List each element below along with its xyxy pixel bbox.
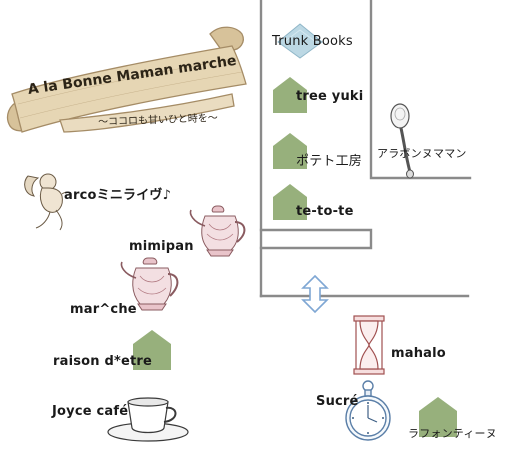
shop-joyce[interactable]: Joyce café [52, 404, 129, 419]
shop-te-to-te[interactable]: te-to-te [296, 204, 354, 219]
house-icon [273, 77, 307, 113]
house-icon [419, 397, 457, 437]
banner-ribbon [6, 26, 247, 133]
double-arrow-icon [301, 274, 329, 314]
shop-arabon[interactable]: アラボンヌママン [377, 147, 467, 160]
house-icon [133, 330, 171, 370]
coffee-cup-icon [107, 397, 189, 442]
house-icon [273, 184, 307, 220]
pocket-watch-icon [345, 380, 391, 441]
shop-tree-yuki[interactable]: tree yuki [296, 89, 364, 104]
shop-arco[interactable]: arcoミニライヴ♪ [64, 188, 172, 203]
hourglass-icon [353, 315, 385, 375]
teapot-icon [189, 205, 246, 257]
shop-mahalo[interactable]: mahalo [391, 346, 446, 361]
shop-marche[interactable]: mar^che [70, 302, 137, 317]
shop-potete-kobo[interactable]: ポテト工房 [296, 154, 363, 169]
teapot-icon [120, 257, 179, 311]
shop-trunk-books[interactable]: Trunk Books [272, 34, 353, 49]
cherub-icon [24, 173, 71, 231]
shop-raison[interactable]: raison d*etre [53, 354, 153, 369]
shop-lafontine[interactable]: ラフォンティーヌ [408, 427, 497, 440]
house-icon [277, 23, 323, 59]
shop-mimipan[interactable]: mimipan [129, 239, 194, 254]
spoon-icon [390, 103, 414, 179]
house-icon [273, 133, 307, 169]
shop-sucre[interactable]: Sucré [316, 394, 359, 409]
